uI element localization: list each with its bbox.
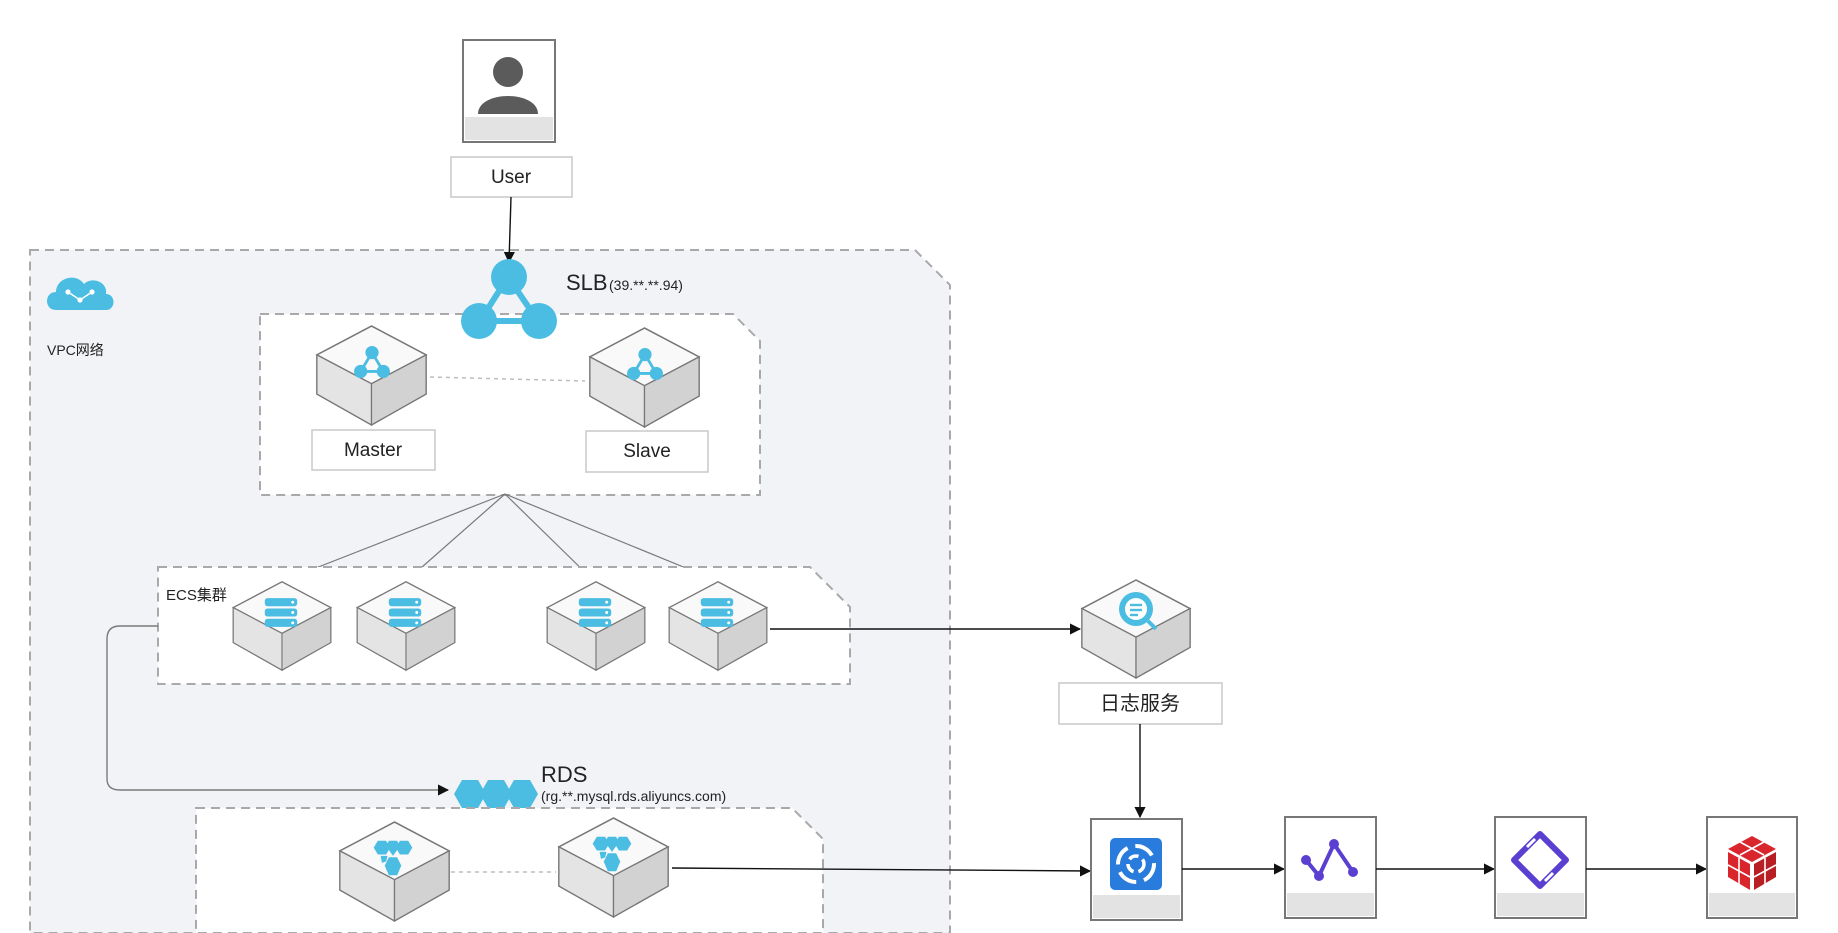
analytics-product-4[interactable] bbox=[1706, 816, 1798, 919]
cube-icon bbox=[1727, 836, 1777, 890]
server-icon bbox=[700, 598, 734, 627]
user-to-slb-arrow bbox=[503, 196, 515, 264]
slb-icon[interactable] bbox=[461, 259, 557, 339]
slb-name: SLB bbox=[566, 270, 608, 295]
slave-label-box bbox=[585, 430, 709, 473]
master-label: Master bbox=[344, 440, 403, 461]
user-label: User bbox=[491, 167, 532, 188]
slave-label: Slave bbox=[623, 441, 671, 462]
log-service-label-box bbox=[1058, 682, 1223, 725]
user-label-box bbox=[450, 156, 573, 198]
analytics-product-2[interactable] bbox=[1284, 816, 1377, 919]
user-node[interactable] bbox=[462, 39, 556, 143]
user-icon bbox=[478, 57, 538, 114]
ecs-cluster-label: ECS集群 bbox=[166, 587, 227, 604]
log-service-label: 日志服务 bbox=[1100, 692, 1180, 715]
log-search-icon bbox=[1119, 592, 1158, 631]
rds-to-analytics-arrow bbox=[671, 865, 1092, 877]
diamond-chain-icon bbox=[1511, 831, 1569, 889]
server-icon bbox=[264, 598, 298, 627]
analytics-product-1[interactable] bbox=[1090, 818, 1183, 921]
analytics-product-3[interactable] bbox=[1494, 816, 1587, 919]
rds-group-box bbox=[195, 807, 824, 933]
slb-ip: (39.**.**.94) bbox=[609, 277, 683, 293]
rds-host: (rg.**.mysql.rds.aliyuncs.com) bbox=[541, 788, 726, 804]
server-icon bbox=[578, 598, 612, 627]
swirl-icon bbox=[1110, 838, 1162, 890]
log-service-node[interactable] bbox=[1081, 579, 1191, 679]
master-slave-link bbox=[429, 376, 586, 382]
server-icon bbox=[388, 598, 422, 627]
graph-line-icon bbox=[1301, 839, 1358, 881]
rds-name: RDS bbox=[541, 762, 587, 787]
ecs-cluster-box bbox=[157, 566, 851, 685]
master-label-box bbox=[311, 429, 436, 471]
vpc-label: VPC网络 bbox=[47, 342, 104, 358]
cloud-icon bbox=[47, 277, 114, 310]
ecs-to-rds-connector bbox=[106, 625, 450, 796]
